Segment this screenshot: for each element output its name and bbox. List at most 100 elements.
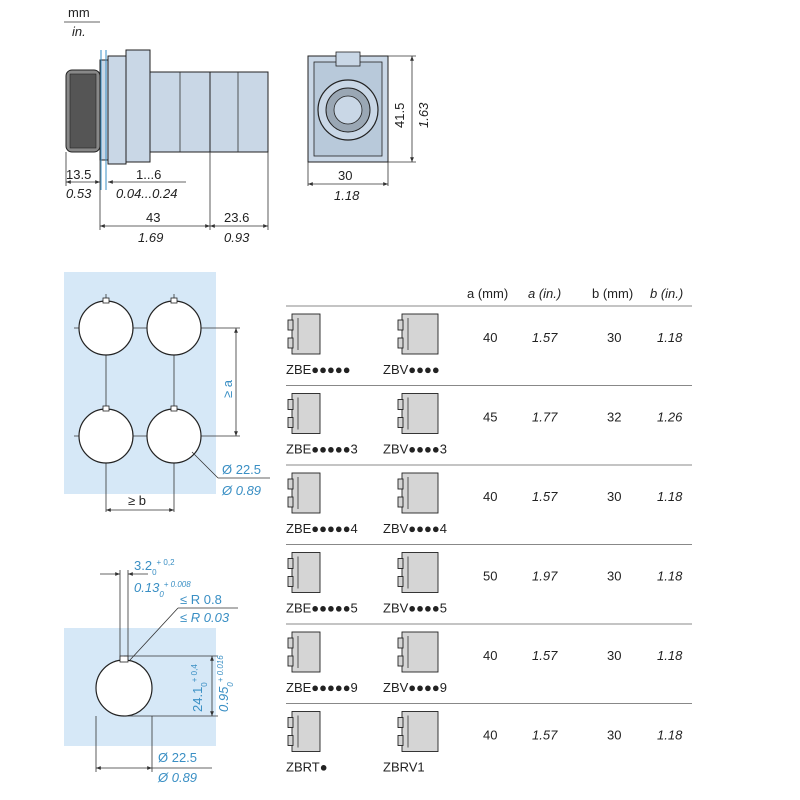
table-row: ZBE●●●●● ZBV●●●● 40 1.57 30 1.18 [286, 330, 683, 377]
cut-dia-mm: Ø 22.5 [158, 750, 197, 765]
units-in: in. [72, 24, 86, 39]
contact-block-icon [287, 552, 321, 593]
cell-a-mm: 40 [483, 727, 497, 742]
dimension-table: a (mm) a (in.) b (mm) b (in.) ZBE●●●●●ZB… [286, 286, 692, 775]
fixing-collar [125, 49, 151, 163]
dim-41-5: 41.5 [392, 103, 407, 128]
cell-b-mm: 32 [607, 409, 621, 424]
mount-dia-in: Ø 0.89 [221, 483, 261, 498]
side-view: 13.5 0.53 1...6 0.04...0.24 43 1.69 23.6… [65, 49, 269, 245]
cutout-detail: 3.20+ 0,2 0.130+ 0.008 ≤ R 0.8 ≤ R 0.03 … [64, 558, 238, 785]
dim-0-04-0-24: 0.04...0.24 [116, 186, 177, 201]
cell-a-in: 1.57 [532, 648, 558, 663]
mounting-pattern: ≥ a ≥ b Ø 22.5 Ø 0.89 [64, 272, 270, 512]
cut-dia-in: Ø 0.89 [157, 770, 197, 785]
ref-left: ZBE●●●●●3 [286, 442, 358, 457]
contact-block-icon [287, 711, 321, 752]
cell-b-in: 1.18 [657, 568, 683, 583]
cut-h-mm: 24.10+ 0,4 [190, 664, 209, 712]
header-a-in: a (in.) [528, 286, 561, 301]
cell-b-in: 1.18 [657, 648, 683, 663]
mounting-hole [146, 300, 202, 356]
units-mm: mm [68, 5, 90, 20]
cell-b-in: 1.26 [657, 409, 683, 424]
mounting-collar [107, 55, 127, 165]
header-b-in: b (in.) [650, 286, 683, 301]
units-legend: mm in. [64, 5, 100, 39]
led-block-icon [397, 393, 439, 434]
cut-r-in: ≤ R 0.03 [180, 610, 230, 625]
contact-block-icon [287, 472, 321, 514]
ref-left: ZBE●●●●●9 [286, 680, 358, 695]
cell-b-mm: 30 [607, 727, 621, 742]
mounting-hole [78, 300, 134, 356]
ref-right: ZBV●●●● [383, 362, 440, 377]
mounting-hole [146, 408, 202, 464]
cell-b-mm: 30 [607, 568, 621, 583]
cell-a-mm: 50 [483, 568, 497, 583]
table-row: ZBE●●●●●3 ZBV●●●●3 45 1.77 32 1.26 [286, 409, 683, 456]
mount-dia-mm: Ø 22.5 [222, 462, 261, 477]
cell-a-in: 1.77 [532, 409, 558, 424]
cell-a-in: 1.97 [532, 568, 558, 583]
dim-23-6: 23.6 [224, 210, 249, 225]
cell-a-mm: 40 [483, 648, 497, 663]
ref-left: ZBE●●●●●4 [286, 521, 358, 536]
dim-1-6: 1...6 [136, 167, 161, 182]
dim-43: 43 [146, 210, 160, 225]
label-b: ≥ b [128, 493, 146, 508]
contact-block-icon [287, 313, 321, 355]
front-view: 30 1.18 41.5 1.63 [307, 51, 431, 203]
dim-1-69: 1.69 [138, 230, 163, 245]
cell-b-mm: 30 [607, 330, 621, 345]
header-a-mm: a (mm) [467, 286, 508, 301]
cut-w-mm: 3.20+ 0,2 [134, 558, 175, 577]
cell-a-in: 1.57 [532, 727, 558, 742]
ref-left: ZBRT● [286, 760, 328, 775]
cell-b-mm: 30 [607, 648, 621, 663]
mounting-hole [78, 408, 134, 464]
cell-a-in: 1.57 [532, 489, 558, 504]
cut-w-in: 0.130+ 0.008 [134, 580, 191, 599]
cell-b-in: 1.18 [657, 727, 683, 742]
led-block-icon [397, 313, 439, 355]
label-a: ≥ a [220, 379, 235, 398]
cutout-hole [95, 659, 153, 717]
cell-a-mm: 40 [483, 330, 497, 345]
table-row: ZBRT● ZBRV1 40 1.57 30 1.18 [286, 727, 683, 774]
table-row: ZBE●●●●●5 ZBV●●●●5 50 1.97 30 1.18 [286, 568, 683, 615]
cell-a-in: 1.57 [532, 330, 558, 345]
contact-block-icon [287, 393, 321, 434]
dim-0-53: 0.53 [66, 186, 92, 201]
cut-r-mm: ≤ R 0.8 [180, 592, 222, 607]
cell-b-in: 1.18 [657, 489, 683, 504]
ref-left: ZBE●●●●● [286, 362, 351, 377]
led-block-icon [397, 472, 439, 514]
cell-a-mm: 40 [483, 489, 497, 504]
led-block-icon [397, 711, 439, 752]
contact-block-icon [287, 631, 321, 673]
dim-0-93: 0.93 [224, 230, 250, 245]
cell-a-mm: 45 [483, 409, 497, 424]
dim-1-18: 1.18 [334, 188, 360, 203]
ref-right: ZBRV1 [383, 760, 425, 775]
ref-left: ZBE●●●●●5 [286, 601, 358, 616]
dim-13-5: 13.5 [66, 167, 91, 182]
led-block-icon [397, 552, 439, 593]
contact-block-2 [209, 71, 269, 153]
led-block-icon [397, 631, 439, 673]
header-b-mm: b (mm) [592, 286, 633, 301]
cell-b-mm: 30 [607, 489, 621, 504]
ref-right: ZBV●●●●9 [383, 680, 447, 695]
cell-b-in: 1.18 [657, 330, 683, 345]
table-row: ZBE●●●●●9 ZBV●●●●9 40 1.57 30 1.18 [286, 648, 683, 695]
ref-right: ZBV●●●●3 [383, 442, 447, 457]
dim-1-63: 1.63 [416, 102, 431, 128]
ref-right: ZBV●●●●4 [383, 521, 447, 536]
table-row: ZBE●●●●●4 ZBV●●●●4 40 1.57 30 1.18 [286, 489, 683, 536]
dim-30: 30 [338, 168, 352, 183]
ref-right: ZBV●●●●5 [383, 601, 447, 616]
cut-h-in: 0.950+ 0.016 [216, 655, 235, 712]
